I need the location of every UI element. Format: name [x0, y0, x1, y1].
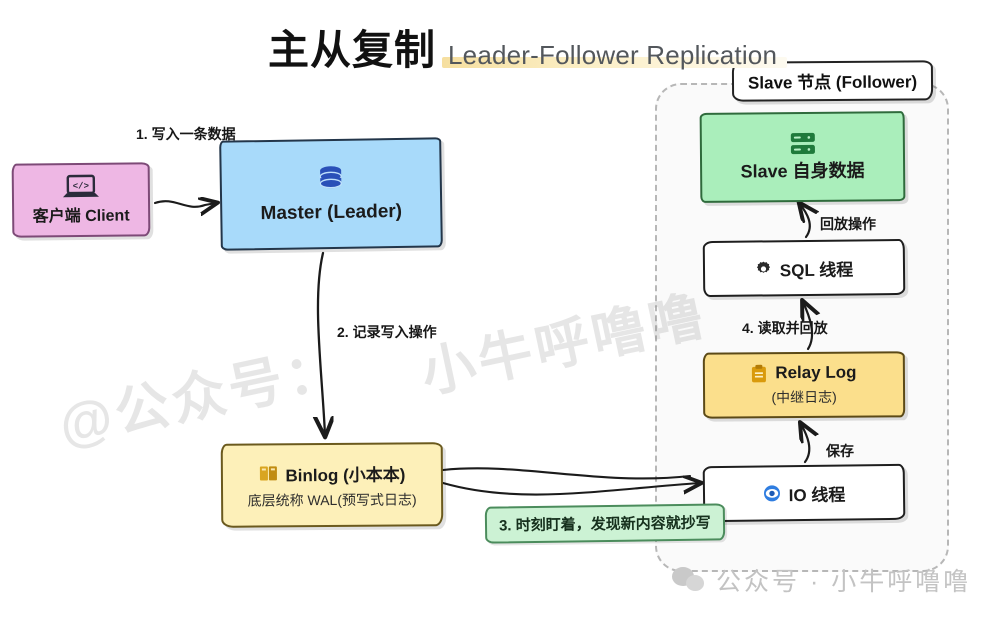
node-slave-data-label: Slave 自身数据 — [740, 160, 865, 182]
watermark-diagonal-left: @公众号： — [54, 337, 349, 457]
node-master-label-line: Master (Leader) — [260, 201, 402, 225]
svg-text:</>: </> — [73, 181, 89, 191]
edge-label-replay: 回放操作 — [820, 216, 876, 232]
watermark-bottom: 公众号 · 小牛呼噜噜 — [672, 562, 971, 598]
node-sql-thread-label-line: SQL 线程 — [755, 255, 854, 281]
node-binlog-sub: 底层统称 WAL(预写式日志) — [247, 490, 417, 509]
edge-label-step1: 1. 写入一条数据 — [136, 126, 236, 142]
edge-label-step4: 4. 读取并回放 — [742, 320, 828, 336]
title-english: Leader-Follower Replication — [448, 40, 778, 70]
eye-icon — [763, 484, 781, 502]
edge-binlog-to-io-a — [441, 467, 692, 480]
edge-client-to-master — [153, 201, 216, 207]
title-chinese: 主从复制 — [268, 27, 436, 73]
node-client[interactable]: </> 客户端 Client — [11, 162, 151, 238]
book-icon — [258, 465, 277, 481]
edge-label-step2: 2. 记录写入操作 — [337, 324, 437, 340]
node-relay-log-label: Relay Log — [775, 362, 857, 383]
node-io-thread-label-line: IO 线程 — [763, 480, 846, 506]
node-relay-log-sub: (中继日志) — [771, 388, 837, 406]
node-client-label-line: 客户端 Client — [33, 201, 130, 226]
callout-step3: 3. 时刻盯着，发现新内容就抄写 — [484, 503, 725, 544]
gear-icon — [755, 260, 772, 277]
node-client-label: 客户端 Client — [32, 207, 130, 226]
node-relay-log[interactable]: Relay Log (中继日志) — [702, 351, 906, 419]
node-binlog-label: Binlog (小本本) — [285, 464, 406, 485]
node-binlog-label-line: Binlog (小本本) — [258, 460, 405, 486]
node-io-thread-label: IO 线程 — [788, 484, 846, 505]
node-master-label: Master (Leader) — [260, 200, 403, 225]
node-relay-log-label-line: Relay Log — [751, 362, 857, 384]
page-title: 主从复制 Leader-Follower Replication — [268, 16, 788, 76]
server-icon — [787, 131, 817, 157]
node-binlog[interactable]: Binlog (小本本) 底层统称 WAL(预写式日志) — [220, 442, 444, 528]
database-icon — [316, 164, 346, 194]
laptop-code-icon: </> — [61, 174, 101, 202]
node-slave-data[interactable]: Slave 自身数据 — [699, 111, 906, 203]
node-master[interactable]: Master (Leader) — [219, 137, 443, 251]
node-slave-data-label-line: Slave 自身数据 — [740, 156, 865, 183]
node-io-thread[interactable]: IO 线程 — [702, 463, 906, 523]
title-english-wrap: Leader-Follower Replication — [442, 40, 788, 71]
node-sql-thread-label: SQL 线程 — [779, 259, 854, 280]
watermark-bottom-text: 公众号 · 小牛呼噜噜 — [716, 568, 972, 596]
edge-label-save: 保存 — [826, 443, 854, 459]
node-sql-thread[interactable]: SQL 线程 — [702, 238, 906, 298]
wechat-icon — [672, 567, 706, 593]
clipboard-icon — [751, 364, 767, 383]
